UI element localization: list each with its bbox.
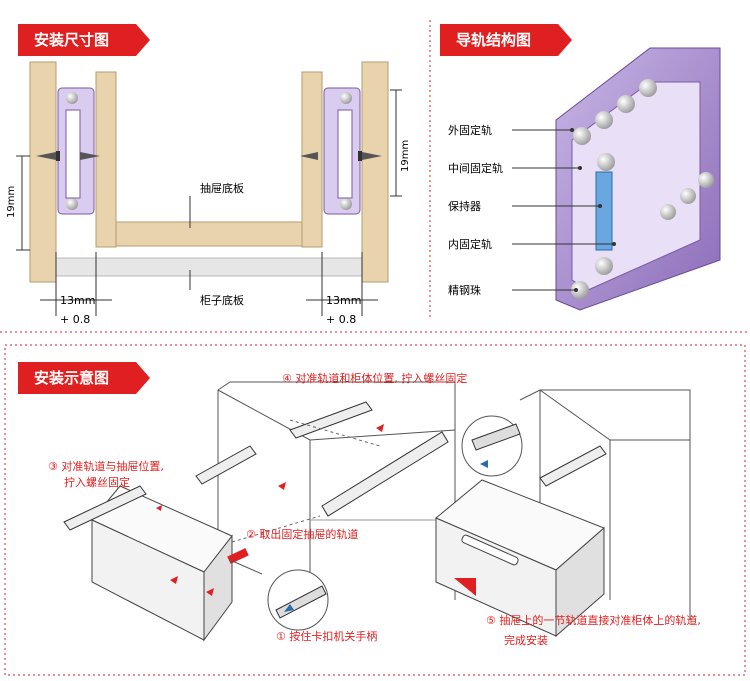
ball-icon: [340, 198, 352, 210]
step1-label: ① 按住卡扣机关手柄: [276, 629, 377, 643]
gap-tol-left: + 0.8: [60, 313, 90, 326]
arrow-marker-icon: [170, 576, 178, 584]
drawer-box-side: [203, 534, 233, 642]
structure-label-middle: 中间固定轨: [448, 161, 503, 175]
release-lever-red: [227, 548, 249, 564]
cabinet-rail-lower: [321, 431, 449, 517]
cabinet-bottom-board: [55, 257, 363, 277]
cabinet-left-outline: [217, 381, 456, 600]
structure-label-retainer: 保持器: [448, 199, 481, 213]
steel-balls-top: [573, 79, 657, 171]
gap-tol-right: + 0.8: [326, 313, 356, 326]
drawer-rail: [63, 485, 147, 531]
arrow-marker-icon: [156, 505, 162, 511]
drawer-side-right: [301, 71, 323, 248]
arrow-marker-icon: [376, 424, 384, 432]
screw-icon: [300, 152, 318, 160]
step4-label: ④ 对准轨道和柜体位置, 拧入螺丝固定: [282, 371, 467, 385]
step2-label: ② 取出固定抽屉的轨道: [246, 527, 358, 541]
structure-title: 导轨结构图: [456, 31, 532, 49]
cabinet-rail-upper: [289, 401, 373, 439]
arrow-marker-icon: [278, 482, 286, 490]
slide-arrow-icon: [480, 460, 488, 468]
step5-label-line2: 完成安装: [504, 633, 548, 647]
rail-right-inner: [337, 109, 353, 199]
install-title: 安装示意图: [34, 369, 110, 387]
drawer-bottom-board: [115, 221, 303, 247]
rail-left-inner: [65, 109, 81, 199]
step3-label-line2: 拧入螺丝固定: [64, 475, 130, 489]
height-label-right: 19mm: [400, 140, 411, 172]
structure-label-inner: 内固定轨: [448, 237, 492, 251]
install-diagram: [63, 381, 691, 642]
screw-icon: [80, 152, 100, 160]
install-frame: [4, 344, 746, 676]
dimensions-title: 安装尺寸图: [34, 31, 110, 49]
cabinet-side-right: [361, 61, 389, 283]
screw-icon: [358, 151, 382, 161]
dimensions-banner: 安装尺寸图: [18, 24, 150, 56]
arrow-marker-icon: [206, 588, 214, 596]
ball-icon: [340, 92, 352, 104]
structure-banner: 导轨结构图: [440, 24, 572, 56]
structure-label-balls: 精钢珠: [448, 283, 481, 297]
ball-icon: [66, 198, 78, 210]
cabinet-bottom-label: 柜子底板: [200, 293, 244, 307]
steel-balls-bottom: [571, 172, 714, 299]
push-arrow-icon: [454, 578, 476, 596]
drawer-side-left: [95, 71, 117, 248]
cabinet-side-left: [29, 61, 57, 283]
cabinet-right-rail: [539, 445, 607, 487]
gap-label-left: 13mm: [60, 294, 95, 307]
loose-rail: [195, 445, 257, 485]
dimensions-diagram: 19mm 19mm 13mm + 0.8 13mm + 0.8 抽屉底板 柜子底…: [6, 61, 411, 326]
ball-icon: [66, 92, 78, 104]
drawer-handle: [461, 534, 519, 566]
press-arrow-icon: [284, 604, 294, 612]
screw-icon: [36, 151, 60, 161]
gap-label-right: 13mm: [326, 294, 361, 307]
structure-diagram: 外固定轨 中间固定轨 保持器 内固定轨 精钢珠: [448, 47, 721, 311]
cabinet-right-outline: [519, 389, 691, 620]
step3-label-line1: ③ 对准轨道与抽屉位置,: [48, 459, 164, 473]
retainer-blue: [595, 171, 613, 251]
install-banner: 安装示意图: [18, 362, 150, 394]
structure-label-outer: 外固定轨: [448, 123, 492, 137]
step5-label-line1: ⑤ 抽屉上的一节轨道直接对准柜体上的轨道,: [486, 613, 701, 627]
drawer-right-side: [555, 526, 605, 638]
height-label-left: 19mm: [6, 186, 17, 218]
drawer-bottom-label: 抽屉底板: [200, 181, 244, 195]
